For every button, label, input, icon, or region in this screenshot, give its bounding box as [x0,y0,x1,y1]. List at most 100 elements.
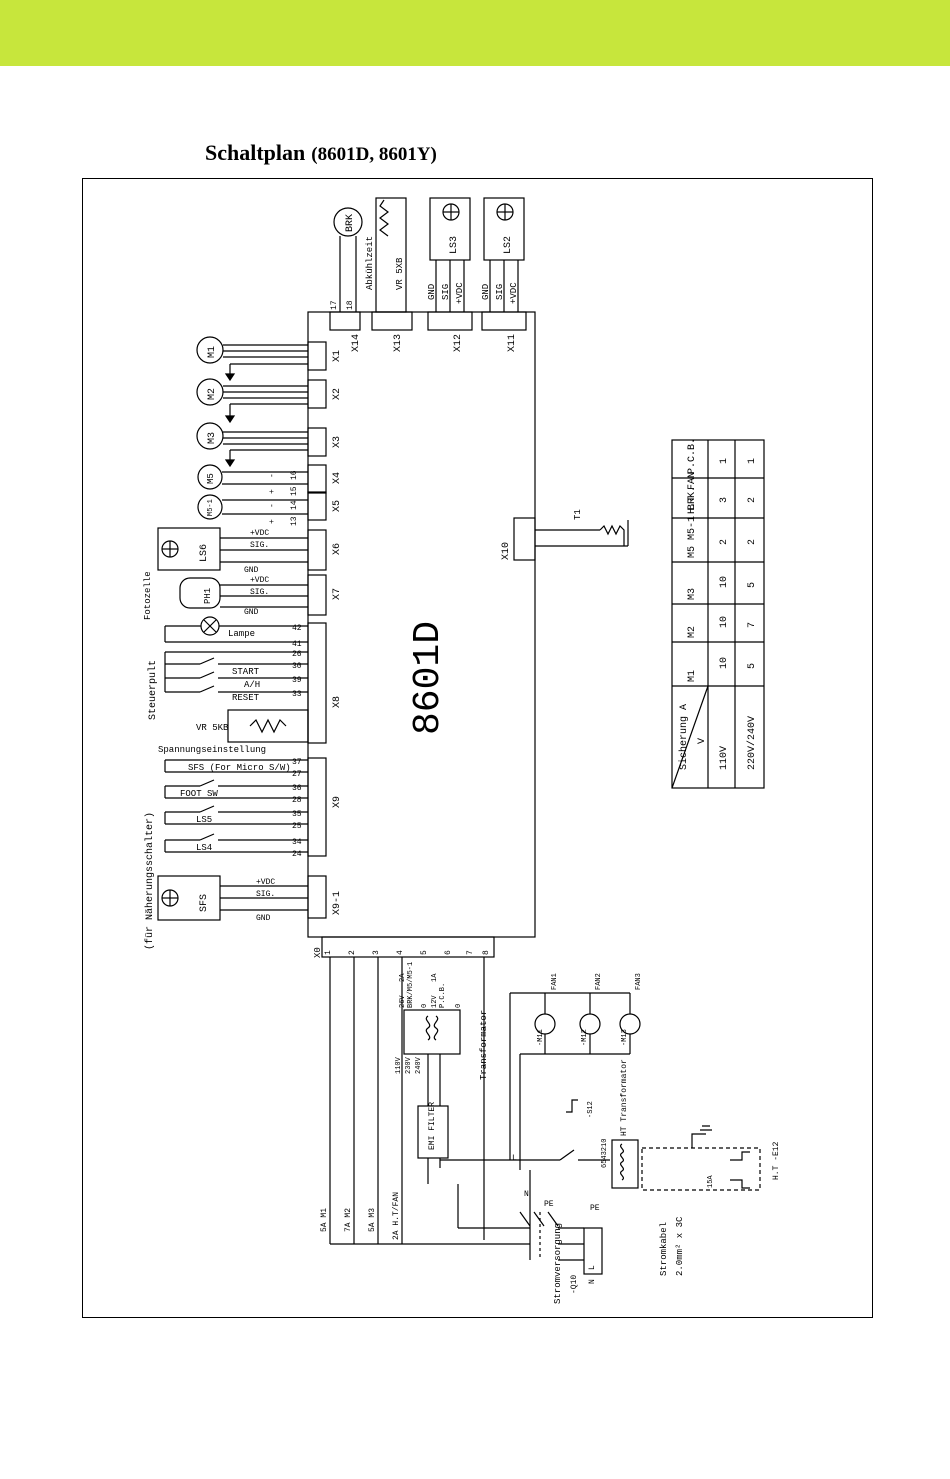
ph1-sig: SIG. [250,588,269,597]
motor-m3 [196,422,308,468]
motor-m2 [196,378,308,424]
x0-pin-number: 7 [466,950,475,955]
conn-x1: X1 [332,350,343,362]
fuse-1a: 1A [431,973,439,982]
v12: 12V [431,995,439,1008]
fuse-cell: 2 [719,539,730,545]
pin-37: 37 [292,758,302,767]
m11-label: -M11 [537,1029,545,1046]
fuse-cell: 7 [747,622,758,628]
conn-x9: X9 [332,796,343,808]
stromversorgung-label: Stromversorgung [553,1223,563,1304]
fuse-cell: 10 [719,657,730,669]
x0-wires [329,957,485,1244]
pin-35: 35 [292,810,302,819]
sfs-gnd: GND [256,914,271,923]
fans [509,992,641,1170]
spannung-label: Spannungseinstellung [158,745,266,755]
ls5-label: LS5 [196,815,212,825]
x0-pin-number: 6 [444,950,453,955]
fuse-cell: 2 [747,539,758,545]
q10-label: -Q10 [570,1275,579,1294]
fuse-col-header: H.T FAN [687,472,698,514]
ls3-label: LS3 [449,236,460,254]
diagram-frame [82,178,873,1318]
ls6-vdc: +VDC [250,529,269,538]
conn-x4: X4 [332,472,343,484]
conn-x5: X5 [332,500,343,512]
sfs-vdc: +VDC [256,878,275,887]
x9-switches [164,759,308,853]
conn-x6: X6 [332,543,343,555]
ph1-label: PH1 [203,588,213,604]
ls6-box [157,527,221,571]
pin-42: 42 [292,624,302,633]
fuse-2a-ht: 2A H.T/FAN [392,1192,401,1240]
brk-label: BRK [345,214,356,232]
fuse-cell: 5 [747,663,758,669]
m5-1-label: M5-1 [207,499,215,516]
pin-13: 13 [290,516,299,526]
brk-m5: BRK/M5/M5-1 [407,962,415,1008]
pe-label: PE [590,1204,600,1213]
x0-pin-number: 2 [348,950,357,955]
vr-5kb-label: VR 5KB [196,723,229,733]
fuse-col-header: P.C.B. [687,438,698,474]
n-label-top: N [524,1190,529,1199]
foot-sw-label: FOOT SW [180,789,218,799]
fuse-cell: 10 [719,616,730,628]
fuse-row-voltage: 110V [719,746,730,770]
pe-label-top: PE [544,1200,554,1209]
plug-n: N [588,1279,597,1284]
stromkabel-label: Stromkabel [659,1222,669,1276]
pin-18: 18 [346,300,355,310]
reset-label: RESET [232,693,260,703]
transformator-label: Transformator [479,1010,489,1080]
header-bar [0,0,950,66]
motor-m1 [196,336,308,382]
ls3-vdc: +VDC [455,282,465,304]
kabel-spec: 2.0mm² x 3C [675,1216,685,1276]
conn-x13: X13 [393,334,404,352]
m12-label: -M12 [581,1029,589,1046]
fuse-cell: 2 [747,497,758,503]
board-label: 8601D [407,621,450,735]
pin-14: 14 [290,500,299,510]
conn-x10: X10 [501,542,512,560]
ls6-gnd: GND [244,566,259,575]
photocell-ph1 [179,577,221,609]
m5-1-plus: + [268,519,277,524]
ph1-gnd: GND [244,608,259,617]
steuerpult-label: Steuerpult [147,660,159,720]
x0-pin-number: 1 [324,950,333,955]
x0-pin-number: 5 [420,950,429,955]
m5-label: M5 [206,473,216,484]
ls2-label: LS2 [503,236,514,254]
fuse-cell: 3 [719,497,730,503]
pin-41: 41 [292,640,302,649]
fan2-label: FAN2 [595,973,603,990]
connectors-top [329,311,527,331]
m5-minus: - [268,473,277,478]
page-title: Schaltplan(8601D, 8601Y) [205,140,437,166]
fan3-label: FAN3 [635,973,643,990]
sfs-sig: SIG. [256,890,275,899]
x0-pin-number: 4 [396,950,405,955]
fuse-7a-m2: 7A M2 [344,1208,353,1232]
fuse-cell: 1 [719,458,730,464]
motor-m5-1 [197,494,223,520]
ht-transformator-label: HT Transformator [620,1059,629,1136]
lampe-label: Lampe [228,629,255,639]
pin-15: 15 [290,486,299,496]
v110: 110V [395,1056,403,1074]
pin-27: 27 [292,770,302,779]
motor-m5 [197,464,223,490]
x0-pin-number: 8 [482,950,491,955]
brake-coil [333,207,363,237]
fuse-15a: 15A [707,1175,715,1188]
transformer-box [403,1009,461,1055]
ls2-gnd: GND [481,284,491,300]
fuse-row-voltage: 220V/240V [746,716,758,770]
